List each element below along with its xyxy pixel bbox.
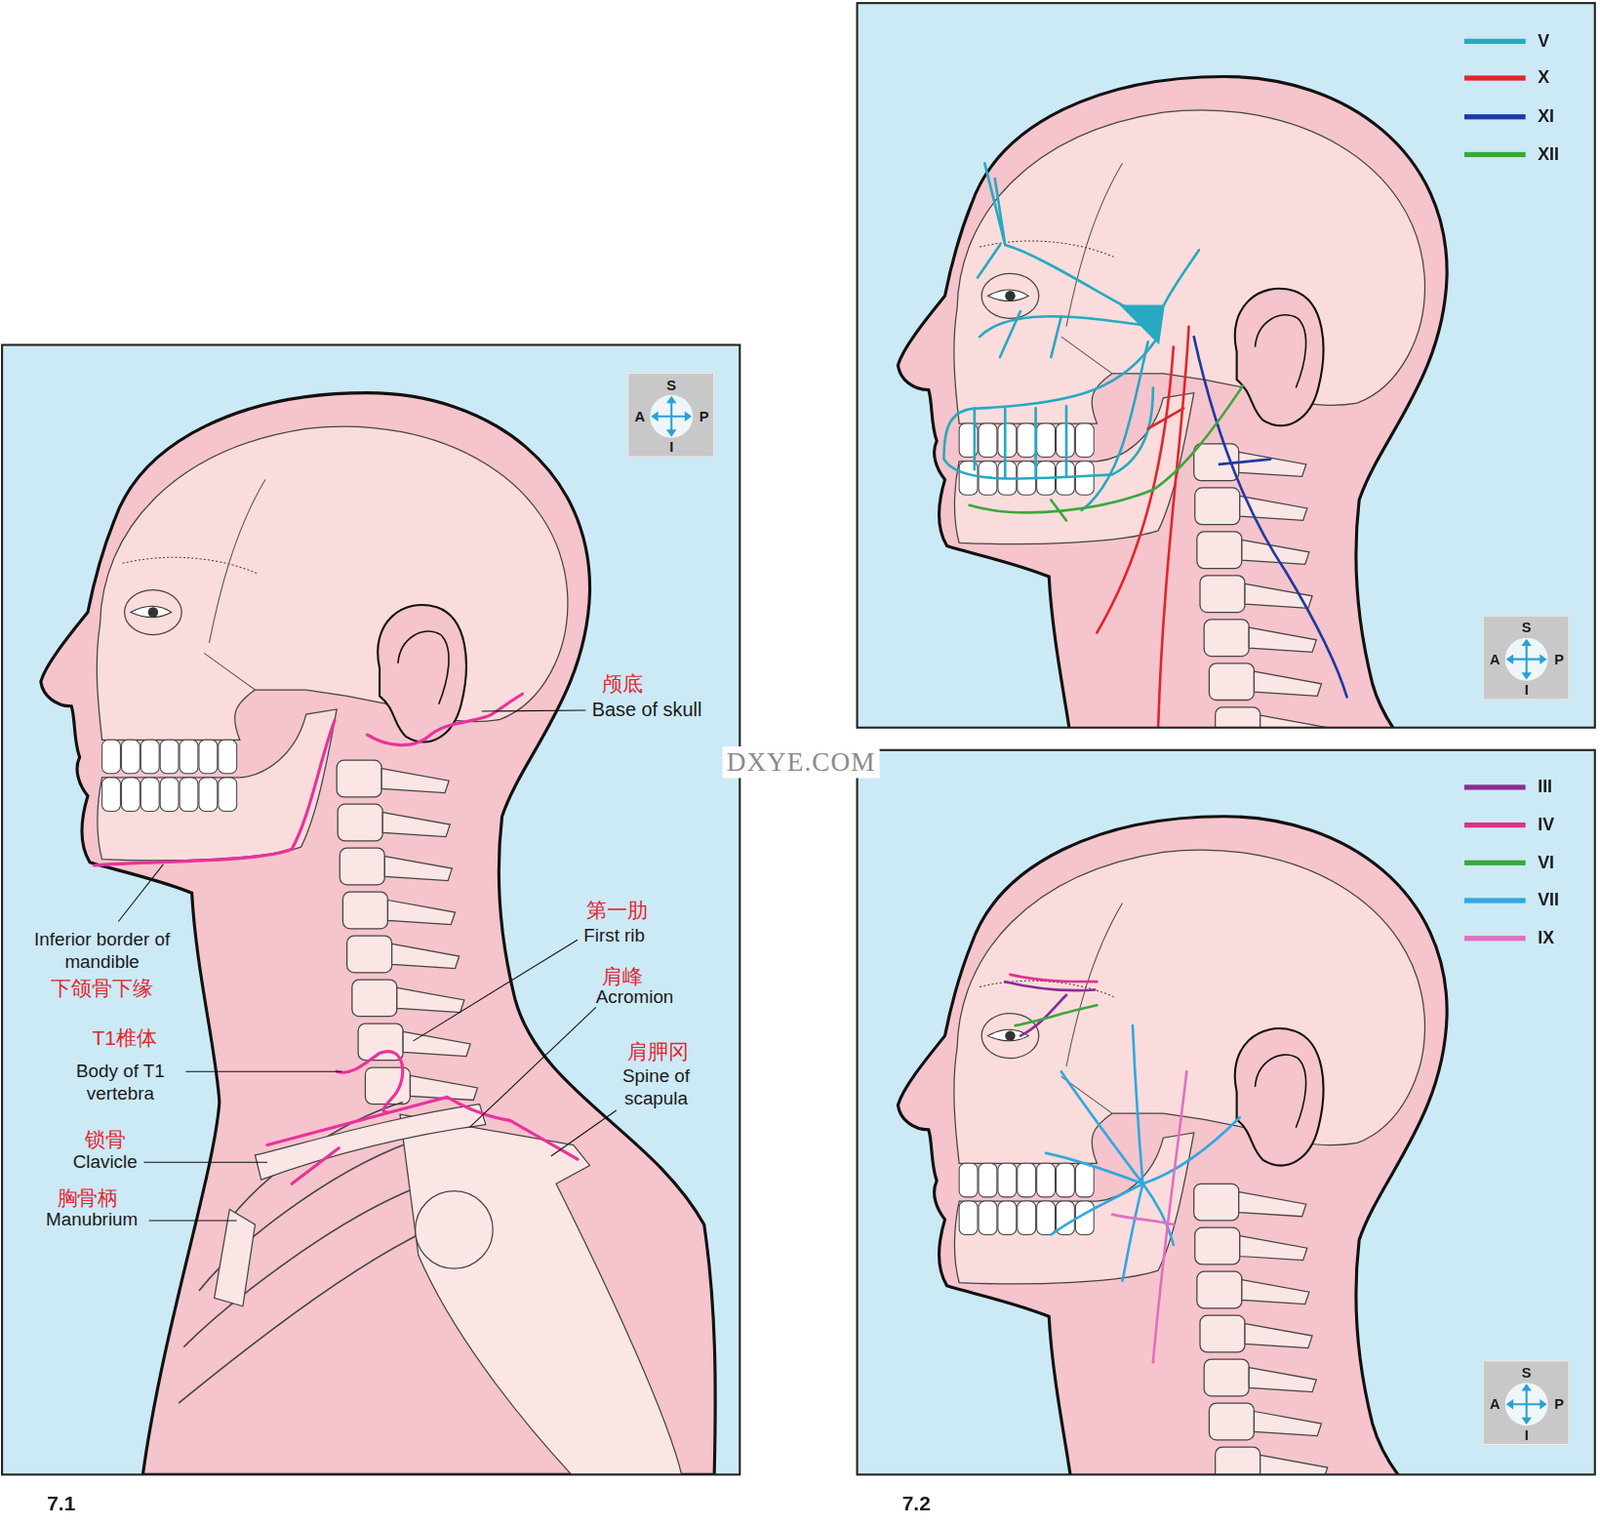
compass-cross	[1506, 639, 1548, 680]
compass-cross	[1506, 1383, 1548, 1425]
direction-letter: S	[1521, 1364, 1532, 1380]
legend-swatch	[1464, 114, 1526, 120]
compass-cross	[650, 396, 692, 438]
compass-disc	[649, 395, 693, 439]
label-english: Inferior border of mandible	[25, 928, 179, 973]
legend-label: IV	[1537, 815, 1555, 836]
legend-label: VI	[1537, 853, 1555, 874]
orientation-compass: S A P I	[1482, 615, 1570, 701]
label-english: Acromion	[596, 987, 675, 1010]
legend-label: III	[1537, 778, 1553, 799]
legend-swatch	[1464, 39, 1526, 44]
legend-swatch	[1464, 822, 1526, 828]
panel-border	[1, 2, 1596, 1475]
orientation-compass: S A P I	[627, 372, 715, 458]
label-chinese: 肩胛冈	[627, 1039, 689, 1064]
legend-swatch	[1464, 860, 1526, 866]
legend-label: XII	[1537, 145, 1560, 165]
head-figure	[897, 816, 1572, 1476]
legend-label: XI	[1537, 108, 1555, 128]
label-english: Spine of scapula	[609, 1065, 702, 1110]
label-chinese: 第一肋	[586, 897, 648, 922]
figure-number: 7.1	[46, 1490, 76, 1516]
compass-disc	[1505, 1382, 1549, 1426]
label-chinese: 锁骨	[84, 1126, 126, 1152]
label-chinese: T1椎体	[91, 1025, 157, 1050]
compass-disc	[1505, 638, 1549, 681]
leader-lines	[118, 710, 616, 1221]
legend-swatch	[1464, 935, 1526, 941]
legend-swatch	[1464, 784, 1526, 790]
label-english: Manubrium	[45, 1209, 138, 1233]
direction-letter: I	[1524, 682, 1529, 698]
direction-letter: P	[1554, 1397, 1564, 1412]
legend-label: V	[1537, 32, 1550, 52]
label-chinese: 下颌骨下缘	[50, 975, 154, 1000]
legend-label: VII	[1537, 891, 1560, 912]
direction-letter: I	[669, 440, 674, 455]
label-chinese: 颅底	[601, 671, 643, 696]
legend-label: IX	[1537, 928, 1555, 949]
direction-letter: I	[1524, 1427, 1529, 1442]
direction-letter: A	[634, 408, 645, 424]
label-chinese: 胸骨柄	[57, 1185, 120, 1210]
label-english: Clavicle	[73, 1151, 138, 1174]
legend-label: X	[1537, 69, 1550, 89]
panel-ground	[1, 345, 740, 1476]
direction-letter: A	[1489, 1397, 1501, 1412]
label-english: Base of skull	[592, 698, 703, 722]
cranial-nerves	[943, 162, 1347, 727]
label-english: First rib	[583, 924, 645, 948]
legend-swatch	[1464, 152, 1526, 158]
label-chinese: 肩峰	[601, 963, 643, 989]
watermark: DXYE.COM	[722, 746, 880, 779]
cranial-nerves	[1004, 974, 1240, 1362]
direction-letter: A	[1489, 651, 1501, 667]
label-english: Body of T1 vertebra	[59, 1060, 183, 1105]
direction-letter: S	[1521, 620, 1532, 636]
figure-number: 7.2	[902, 1490, 931, 1516]
legend-swatch	[1464, 75, 1526, 80]
direction-letter: P	[1554, 651, 1564, 667]
head-figure	[897, 76, 1572, 727]
direction-letter: P	[699, 408, 710, 424]
legend-swatch	[1464, 897, 1526, 903]
orientation-compass: S A P I	[1482, 1360, 1570, 1445]
direction-letter: S	[666, 377, 677, 393]
